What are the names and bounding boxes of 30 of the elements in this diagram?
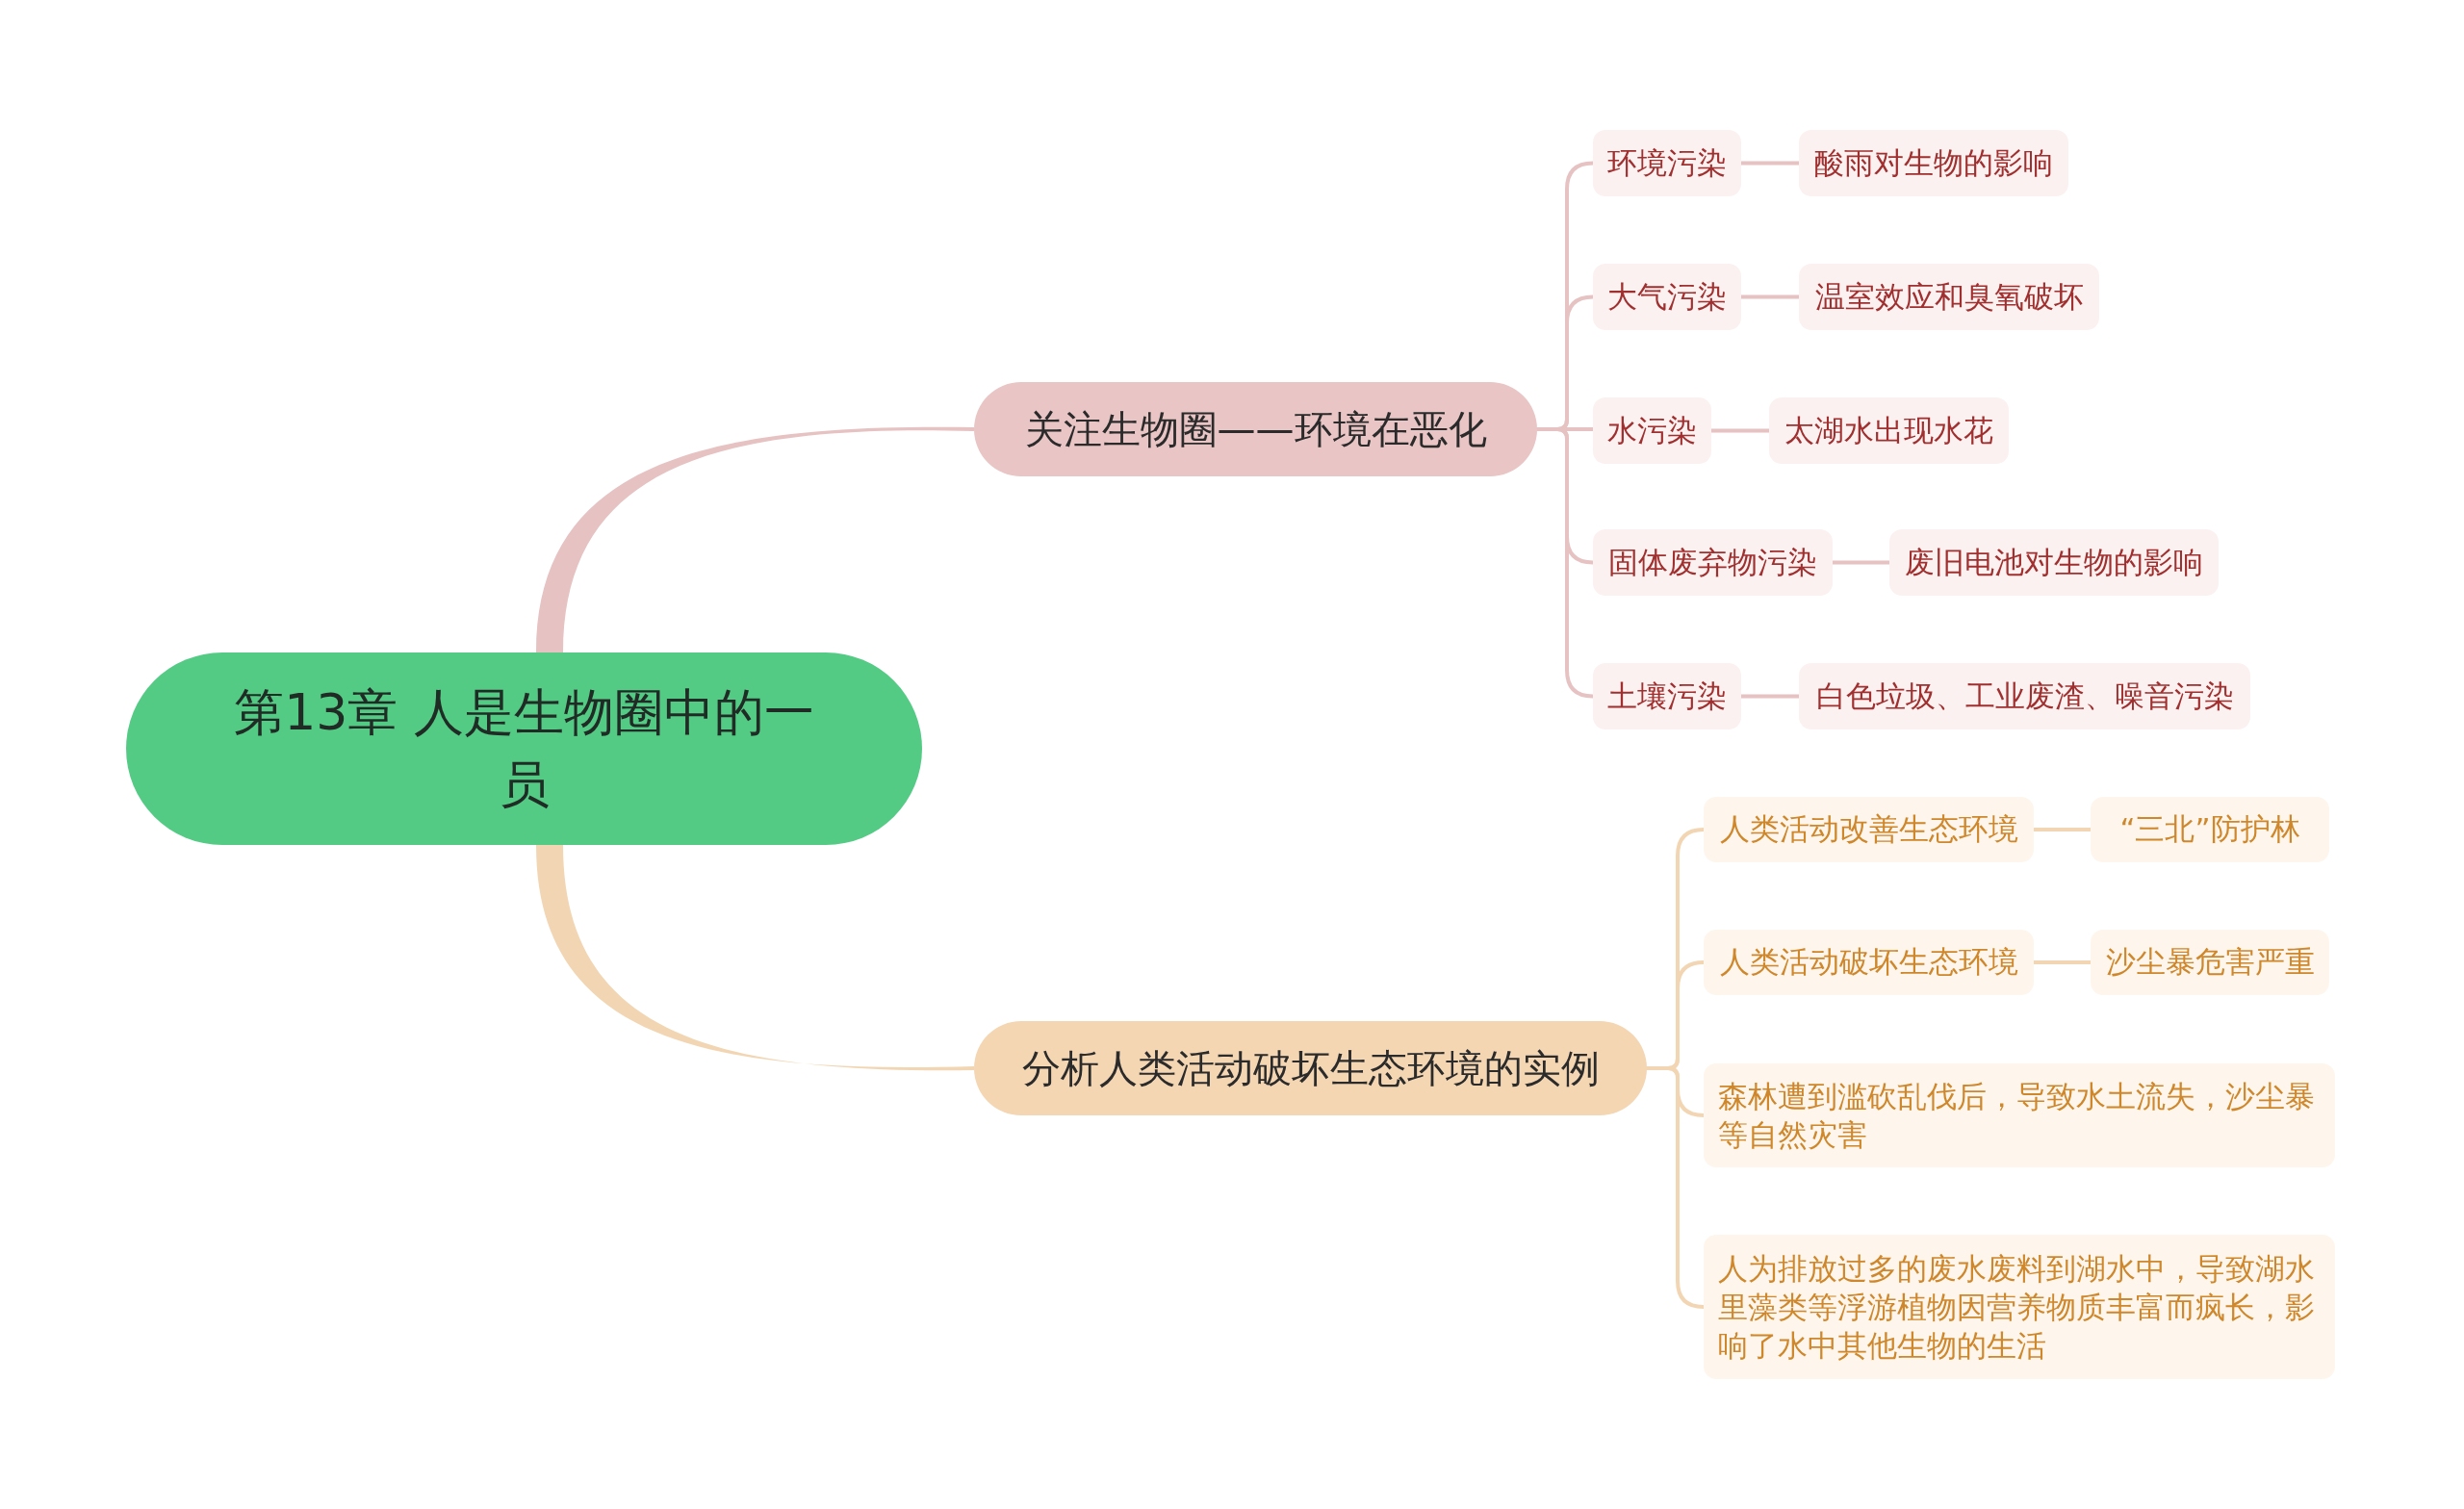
subtopic-box: 人为排放过多的废水废料到湖水中，导致湖水里藻类等浮游植物因营养物质丰富而疯长，影响了水中其他生物的生活 bbox=[1704, 1235, 2335, 1379]
subtopic-box: 人类活动破坏生态环境 bbox=[1704, 930, 2034, 995]
subtopic-box: 白色垃圾、工业废渣、噪音污染 bbox=[1799, 663, 2250, 729]
subtopic-box: 人类活动改善生态环境 bbox=[1704, 797, 2034, 862]
connector bbox=[1709, 428, 1771, 433]
connector bbox=[1739, 294, 1801, 299]
connector bbox=[1831, 560, 1891, 565]
subtopic-box: 水污染 bbox=[1593, 397, 1711, 464]
connector bbox=[536, 426, 974, 652]
subtopic-box: “三北”防护林 bbox=[2091, 797, 2329, 862]
subtopic-box: 森林遭到滥砍乱伐后，导致水土流失，沙尘暴等自然灾害 bbox=[1704, 1063, 2335, 1167]
subtopic-box: 沙尘暴危害严重 bbox=[2091, 930, 2329, 995]
connector bbox=[1739, 694, 1801, 699]
subtopic-box: 温室效应和臭氧破坏 bbox=[1799, 264, 2099, 330]
connector bbox=[2032, 960, 2092, 964]
branch-topic: 分析人类活动破坏生态环境的实例 bbox=[974, 1021, 1647, 1115]
branch-topic: 关注生物圈——环境在恶化 bbox=[974, 382, 1537, 476]
subtopic-box: 环境污染 bbox=[1593, 130, 1741, 196]
subtopic-box: 土壤污染 bbox=[1593, 663, 1741, 729]
subtopic-box: 固体废弃物污染 bbox=[1593, 529, 1833, 596]
subtopic-box: 太湖水出现水花 bbox=[1769, 397, 2009, 464]
connector bbox=[1645, 1066, 1706, 1309]
subtopic-box: 酸雨对生物的影响 bbox=[1799, 130, 2068, 196]
central-topic: 第13章 人是生物圈中的一员 bbox=[126, 652, 922, 845]
subtopic-box: 废旧电池对生物的影响 bbox=[1889, 529, 2219, 596]
connector bbox=[2032, 828, 2092, 831]
connector bbox=[536, 845, 974, 1070]
connector bbox=[1739, 161, 1801, 166]
connector bbox=[1535, 427, 1595, 699]
subtopic-box: 大气污染 bbox=[1593, 264, 1741, 330]
